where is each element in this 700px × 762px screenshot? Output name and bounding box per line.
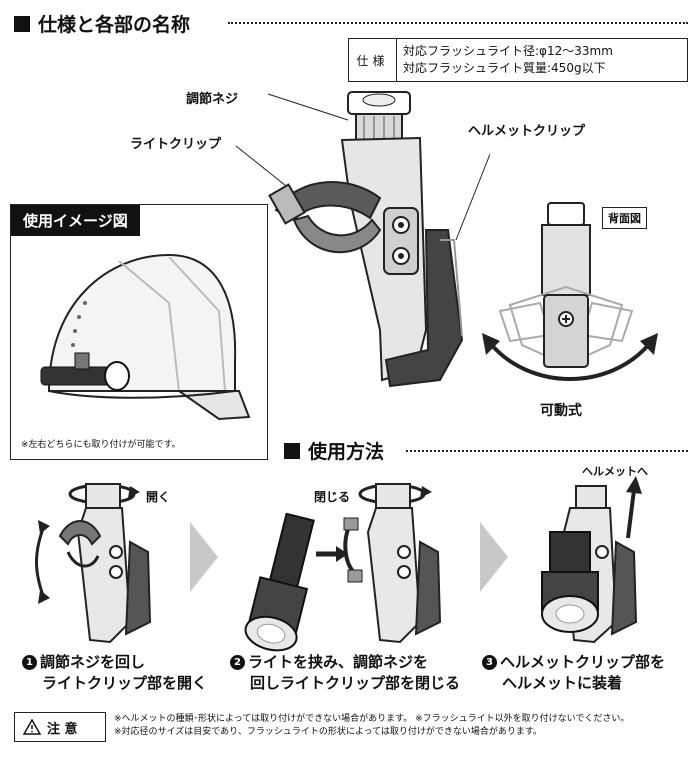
warning-icon bbox=[23, 719, 41, 735]
spec-line-diameter: 対応フラッシュライト径:φ12～33mm bbox=[403, 44, 613, 58]
helmet-illustration bbox=[40, 253, 251, 421]
square-bullet-icon bbox=[14, 15, 30, 32]
step2-line1: ライトを挟み、調節ネジを bbox=[248, 653, 429, 671]
step1-tag-open: 開く bbox=[146, 490, 171, 504]
step1-line2: ライトクリップ部を開く bbox=[42, 674, 208, 692]
step1-illustration bbox=[35, 483, 152, 644]
spec-line-weight: 対応フラッシュライト質量:450g以下 bbox=[403, 61, 606, 75]
chevron-right-icon bbox=[190, 522, 218, 592]
spec-key: 仕様 bbox=[349, 39, 397, 81]
light-clip-jaw bbox=[268, 181, 382, 254]
step3-number: 3 bbox=[482, 655, 497, 670]
label-back-view: 背面図 bbox=[602, 207, 647, 229]
spec-table: 仕様 対応フラッシュライト径:φ12～33mm 対応フラッシュライト質量:450… bbox=[348, 38, 688, 82]
caution-notes: ※ヘルメットの種類･形状によっては取り付けができない場合があります。 ※フラッシ… bbox=[114, 713, 694, 739]
dotted-divider bbox=[406, 450, 688, 452]
section-title-usage: 使用方法 bbox=[308, 441, 385, 463]
label-helmet-clip: ヘルメットクリップ bbox=[468, 124, 586, 139]
arrow-up-icon bbox=[626, 489, 636, 539]
caution-note-1: ※ヘルメットの種類･形状によっては取り付けができない場合があります。 ※フラッシ… bbox=[114, 714, 630, 724]
caution-badge: 注 意 bbox=[14, 712, 106, 742]
section-header-specs: 仕様と各部の名称 bbox=[14, 10, 190, 37]
section-header-usage: 使用方法 bbox=[284, 437, 384, 464]
step2-tag-close: 閉じる bbox=[314, 490, 351, 504]
label-light-clip: ライトクリップ bbox=[130, 137, 222, 152]
step3-illustration bbox=[541, 476, 642, 644]
flashlight-icon bbox=[40, 366, 112, 386]
caution-label: 注 意 bbox=[47, 721, 78, 737]
step2-number: 2 bbox=[230, 655, 245, 670]
dotted-divider bbox=[228, 22, 688, 24]
step1-line1: 調節ネジを回し bbox=[40, 653, 146, 671]
back-view-illustration bbox=[482, 202, 658, 381]
spec-values: 対応フラッシュライト径:φ12～33mm 対応フラッシュライト質量:450g以下 bbox=[397, 39, 619, 81]
usage-image-title: 使用イメージ図 bbox=[11, 205, 140, 236]
step1-number: 1 bbox=[22, 655, 37, 670]
usage-image-box: 使用イメージ図 ※左右どちらにも取り付けが可能です。 bbox=[10, 204, 268, 460]
step2-illustration bbox=[244, 483, 442, 652]
movable-arc-arrow bbox=[488, 341, 652, 381]
caution-note-2: ※対応径のサイズは目安であり、フラッシュライトの形状によっては取り付けができない… bbox=[114, 727, 543, 737]
step2-line2: 回しライトクリップ部を閉じる bbox=[250, 674, 461, 692]
label-adjust-screw: 調節ネジ bbox=[186, 92, 239, 107]
label-movable: 可動式 bbox=[540, 403, 582, 419]
flashlight-icon bbox=[244, 512, 315, 652]
usage-image-note: ※左右どちらにも取り付けが可能です。 bbox=[21, 440, 181, 450]
step3-tag-to-helmet: ヘルメットへ bbox=[582, 465, 648, 478]
helmet-clip bbox=[384, 229, 464, 388]
clip-main-illustration bbox=[235, 91, 490, 388]
section-title-specs: 仕様と各部の名称 bbox=[38, 14, 191, 36]
chevron-right-icon bbox=[480, 522, 508, 592]
step3-line2: ヘルメットに装着 bbox=[502, 674, 623, 692]
square-bullet-icon bbox=[284, 442, 300, 459]
step3-line1: ヘルメットクリップ部を bbox=[500, 653, 666, 671]
